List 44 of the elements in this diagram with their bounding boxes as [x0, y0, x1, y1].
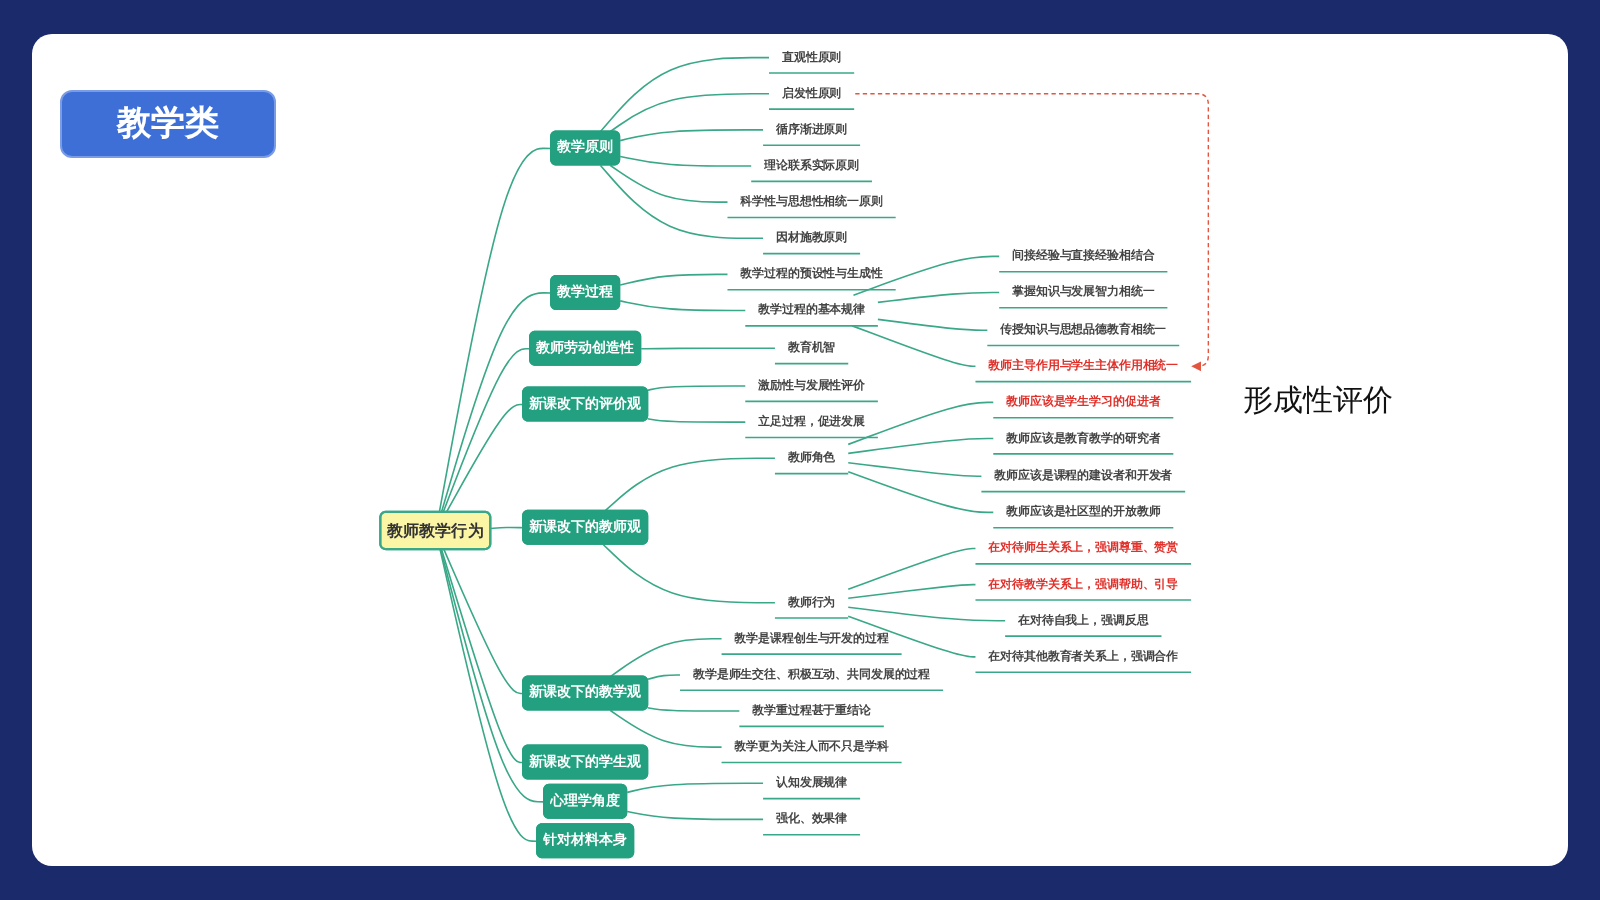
connector-line	[609, 709, 723, 748]
note-text: 形成性评价	[1242, 382, 1393, 421]
connector-line	[646, 674, 681, 681]
dashed-arrow	[854, 93, 1210, 372]
connector-line	[490, 526, 524, 530]
connector-line	[619, 273, 729, 286]
connector-line	[599, 164, 764, 240]
root-topic-box: 教师教学行为	[379, 510, 492, 551]
connector-line	[847, 437, 995, 455]
connector-line	[443, 548, 524, 695]
connector-line	[847, 401, 995, 446]
connector-line	[599, 56, 770, 133]
slide-title: 教学类	[60, 90, 276, 158]
connector-line	[609, 93, 770, 133]
connector-line	[619, 155, 752, 167]
connector-line	[619, 129, 764, 142]
connector-line	[877, 318, 989, 331]
connector-line	[438, 147, 552, 514]
connector-line	[619, 300, 747, 312]
connector-line	[440, 292, 552, 514]
connector-line	[604, 457, 776, 512]
connector-line	[439, 548, 545, 803]
connector-line	[640, 347, 776, 350]
connector-line	[847, 547, 977, 591]
connector-line	[646, 417, 747, 423]
connector-line	[847, 615, 977, 658]
connector-line	[646, 385, 747, 392]
connector-line	[442, 347, 531, 514]
connector-line	[851, 325, 977, 368]
connector-line	[609, 164, 729, 203]
connector-line	[609, 638, 723, 678]
connector-line	[445, 403, 524, 514]
connector-line	[847, 583, 977, 600]
connector-line	[847, 470, 995, 514]
connector-line	[877, 291, 1000, 304]
connector-line	[626, 810, 764, 821]
connector-line	[847, 461, 983, 478]
connector-line	[852, 255, 1000, 296]
connector-line	[646, 706, 741, 712]
connector-line	[440, 548, 524, 764]
connector-line	[626, 782, 764, 794]
connector-line	[602, 543, 776, 604]
connector-line	[439, 548, 538, 843]
connector-line	[847, 606, 1006, 622]
